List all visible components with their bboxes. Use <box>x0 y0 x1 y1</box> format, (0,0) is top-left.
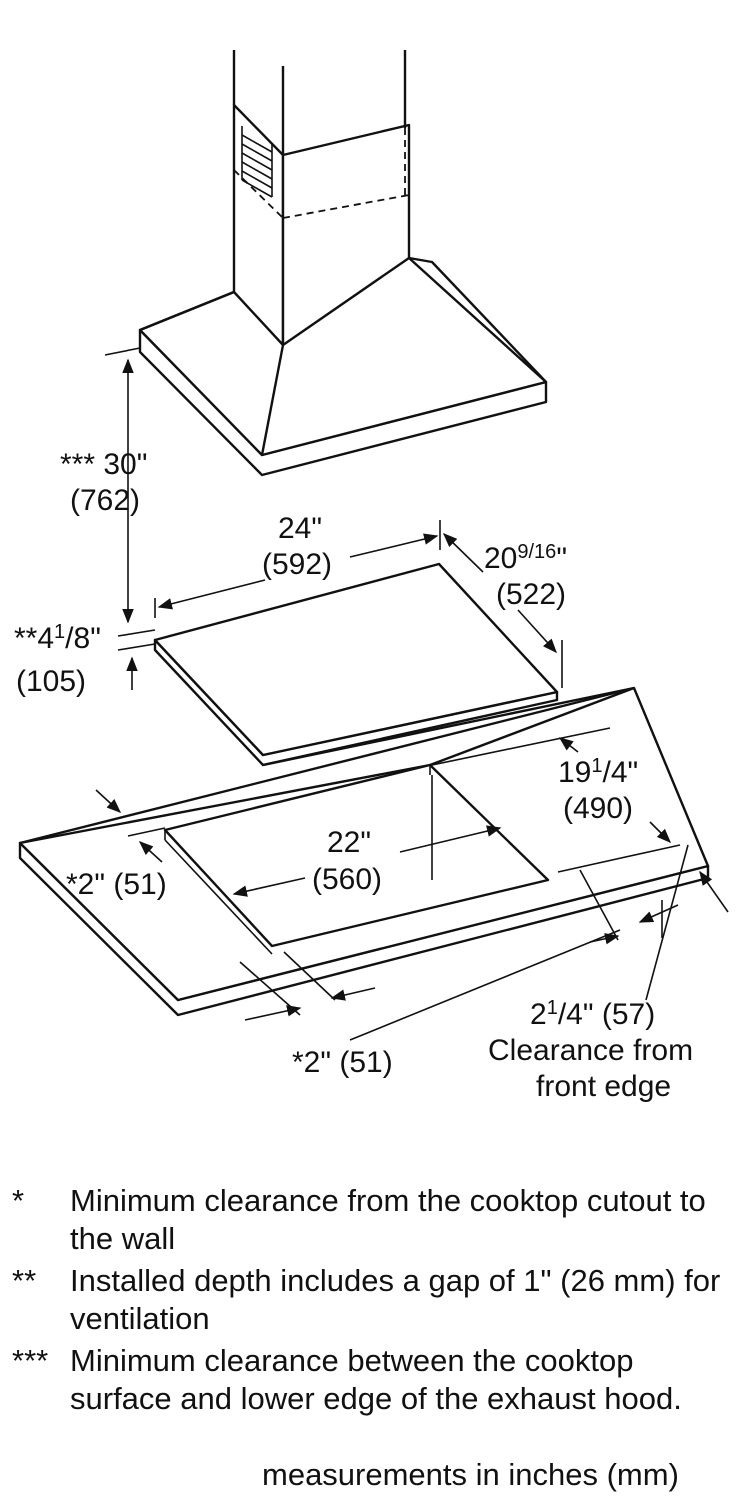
cooktop-depth-inches: 209/16" <box>484 541 567 575</box>
hood-clearance-mm: (762) <box>70 484 140 517</box>
footnote-3: *** Minimum clearance between the cookto… <box>0 1342 750 1460</box>
footnote-text: Installed depth includes a gap of 1" (26… <box>70 1263 721 1336</box>
label-front-clearance: 21/4" (57) Clearance from front edge <box>488 997 693 1103</box>
cutout-depth-inches: 191/4" <box>558 755 638 789</box>
footnote-2: ** Installed depth includes a gap of 1" … <box>0 1262 750 1342</box>
installed-depth-mm: (105) <box>16 665 86 698</box>
label-installed-depth: **41/8" (105) <box>14 621 101 698</box>
label-cooktop-depth: 209/16" (522) <box>484 541 567 611</box>
front-clearance-inches: 21/4" (57) <box>530 997 655 1031</box>
dimension-lines <box>95 347 729 1041</box>
vent-slots <box>241 126 273 198</box>
footnote-text: Minimum clearance between the cooktop su… <box>70 1343 682 1416</box>
footnote-mark: *** <box>12 1343 49 1378</box>
cooktop <box>153 562 635 767</box>
cooktop-depth-mm: (522) <box>496 578 566 611</box>
label-cutout-width: 22" (560) <box>312 826 382 896</box>
footnote-text: Minimum clearance from the cooktop cutou… <box>70 1183 706 1256</box>
label-cutout-depth: 191/4" (490) <box>558 755 638 825</box>
exhaust-hood <box>138 50 548 477</box>
label-side-clearance: *2" (51) <box>66 868 167 901</box>
footnote-mark: ** <box>12 1263 37 1298</box>
cooktop-width-mm: (592) <box>262 548 332 581</box>
cooktop-cutout <box>163 763 550 948</box>
footnote-1: * Minimum clearance from the cooktop cut… <box>0 1182 750 1262</box>
front-clearance-line2: front edge <box>536 1070 671 1103</box>
label-hood-clearance: *** 30" (762) <box>60 448 147 517</box>
countertop <box>18 686 710 1017</box>
cutout-width-inches: 22" <box>327 826 371 859</box>
label-rear-clearance: *2" (51) <box>292 1046 393 1079</box>
installation-diagram: *** 30" (762) 24" (592) 209/16" (522) **… <box>14 50 729 1103</box>
cooktop-width-inches: 24" <box>278 512 322 545</box>
hood-clearance-inches: *** 30" <box>60 448 147 481</box>
footnote-mark: * <box>12 1183 25 1218</box>
footnotes: * Minimum clearance from the cooktop cut… <box>0 1182 750 1460</box>
label-cooktop-width: 24" (592) <box>262 512 332 581</box>
cutout-depth-mm: (490) <box>563 792 633 825</box>
units-note: measurements in inches (mm) <box>262 1457 679 1492</box>
installed-depth-inches: **41/8" <box>14 621 101 655</box>
front-clearance-line1: Clearance from <box>488 1034 693 1067</box>
cutout-width-mm: (560) <box>312 863 382 896</box>
